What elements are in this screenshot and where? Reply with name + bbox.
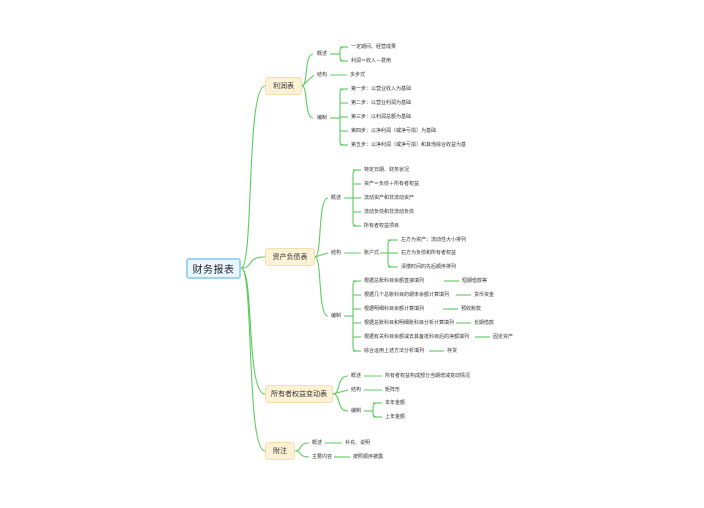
link-income-prep bbox=[301, 85, 314, 119]
balance-prep-note-6: 存货 bbox=[447, 348, 458, 354]
income-overview-label[interactable]: 概述 bbox=[317, 51, 328, 57]
balance-overview-item-5: 所有者权益项目 bbox=[364, 223, 400, 229]
balance-prep-item-3: 根据明细科目余额计算填列 bbox=[364, 306, 425, 312]
link-equity-prep bbox=[332, 393, 349, 412]
notes-overview-label[interactable]: 概述 bbox=[312, 440, 323, 446]
balance-prep-note-5: 固定资产 bbox=[493, 334, 514, 340]
income-overview-spine bbox=[339, 46, 345, 62]
equity-prep-label[interactable]: 编制 bbox=[351, 408, 362, 414]
income-overview-item-1: 一定期间、经营成果 bbox=[351, 44, 397, 50]
branch-equity-statement[interactable]: 所有者权益变动表 bbox=[265, 385, 333, 403]
link-equity-structure bbox=[332, 389, 349, 395]
link-root-equity bbox=[240, 267, 266, 395]
link-root-income bbox=[240, 85, 266, 269]
branch-balance-sheet[interactable]: 资产负债表 bbox=[265, 248, 315, 266]
equity-overview-item-1: 所有者权益构成部分当期增减变动情况 bbox=[385, 373, 471, 379]
balance-prep-item-6: 综合运用上述方法分析填列 bbox=[364, 348, 425, 354]
income-overview-item-2: 利润＝收入－费用 bbox=[351, 58, 392, 64]
notes-content-item-1: 按照顺序披露 bbox=[353, 454, 384, 460]
income-prep-step-5: 第五步：以净利润（或净亏损）和其他综合收益为基 bbox=[351, 142, 467, 148]
link-equity-overview bbox=[332, 375, 349, 395]
balance-prep-item-1: 根据总账科目余额直接填列 bbox=[364, 278, 425, 284]
branch-income-statement[interactable]: 利润表 bbox=[265, 77, 302, 95]
income-structure-label[interactable]: 结构 bbox=[317, 72, 328, 78]
income-prep-step-1: 第一步：以营业收入为基础 bbox=[351, 86, 412, 92]
equity-prep-spine bbox=[372, 402, 378, 418]
balance-prep-note-4: 长期借款 bbox=[474, 320, 495, 326]
income-structure-item-1: 多步式 bbox=[350, 72, 366, 78]
balance-structure-item-3: 清偿时间的先后顺序排列 bbox=[401, 264, 457, 270]
balance-prep-item-2: 根据几个总账科目的期末余额计算填列 bbox=[364, 292, 450, 298]
balance-overview-item-2: 资产＝负债＋所有者权益 bbox=[364, 181, 420, 187]
income-prep-label[interactable]: 编制 bbox=[317, 115, 328, 121]
income-prep-step-4: 第四步：以净利润（或净亏损）为基础 bbox=[351, 128, 437, 134]
balance-prep-note-1: 短期借款等 bbox=[462, 278, 488, 284]
balance-overview-item-4: 流动负债和非流动负债 bbox=[364, 209, 415, 215]
balance-overview-item-1: 特定日期、财务状况 bbox=[364, 167, 410, 173]
balance-prep-spine bbox=[352, 280, 358, 352]
balance-structure-item-1: 左方为资产：流动性大小排列 bbox=[401, 237, 467, 243]
link-balance-overview bbox=[314, 197, 329, 258]
balance-prep-item-4: 根据总账科目和明细账科目分析计算填列 bbox=[364, 320, 455, 326]
equity-prep-item-1: 本年金额 bbox=[385, 400, 406, 406]
link-balance-structure bbox=[314, 252, 329, 258]
balance-prep-note-2: 货币资金 bbox=[474, 292, 495, 298]
balance-structure-label[interactable]: 结构 bbox=[331, 250, 342, 256]
balance-structure-account-form[interactable]: 账户式 bbox=[364, 250, 380, 256]
link-income-structure bbox=[301, 74, 315, 87]
income-prep-step-2: 第二步：以营业利润为基础 bbox=[351, 100, 412, 106]
income-prep-step-3: 第三步：以利润总额为基础 bbox=[351, 114, 412, 120]
equity-overview-label[interactable]: 概述 bbox=[351, 373, 362, 379]
balance-structure-item-2: 右方为负债和所有者权益 bbox=[401, 250, 457, 256]
root-node-financial-statements[interactable]: 财务报表 bbox=[186, 258, 241, 279]
equity-structure-item-1: 矩阵形 bbox=[385, 387, 401, 393]
link-root-notes bbox=[240, 267, 266, 452]
equity-structure-label[interactable]: 结构 bbox=[351, 387, 362, 393]
balance-prep-item-5: 根据有关科目余额减去其备抵科目后的净额填列 bbox=[364, 334, 470, 340]
branch-notes[interactable]: 附注 bbox=[265, 442, 295, 460]
link-notes-content bbox=[294, 450, 310, 458]
balance-prep-note-3: 预收账款 bbox=[461, 306, 482, 312]
notes-overview-item-1: 补充、说明 bbox=[345, 440, 371, 446]
link-balance-prep bbox=[314, 256, 329, 317]
notes-content-label[interactable]: 主要内容 bbox=[312, 454, 333, 460]
balance-overview-item-3: 流动资产和非流动资产 bbox=[364, 195, 415, 201]
balance-overview-label[interactable]: 概述 bbox=[331, 195, 342, 201]
link-notes-overview bbox=[294, 442, 310, 452]
equity-prep-item-2: 上年金额 bbox=[385, 414, 406, 420]
link-root-balance bbox=[240, 256, 266, 269]
balance-prep-label[interactable]: 编制 bbox=[331, 313, 342, 319]
